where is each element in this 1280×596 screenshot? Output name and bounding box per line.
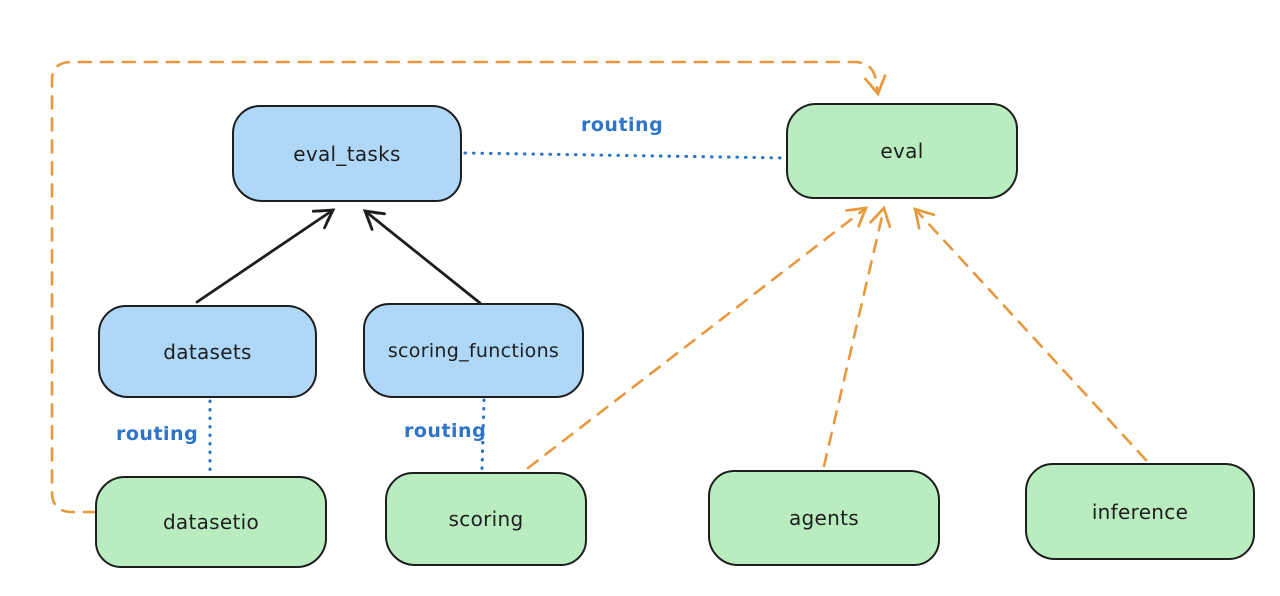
edge-datasets-to-eval_tasks	[195, 208, 336, 304]
node-inference-label: inference	[1091, 499, 1189, 524]
node-eval[interactable]: eval	[786, 103, 1018, 199]
node-agents-label: agents	[789, 506, 859, 530]
node-eval-label: eval	[880, 139, 924, 163]
edge-eval_tasks-to-eval-routing	[463, 151, 788, 160]
node-scoring[interactable]: scoring	[385, 472, 587, 566]
node-datasetio-label: datasetio	[162, 510, 260, 534]
node-datasetio[interactable]: datasetio	[95, 476, 327, 568]
edge-label-routing-scoring: routing	[404, 420, 487, 442]
node-scoring_functions[interactable]: scoring_functions	[363, 303, 584, 398]
node-eval_tasks[interactable]: eval_tasks	[232, 105, 462, 202]
node-scoring_functions-label: scoring_functions	[387, 339, 560, 362]
node-eval_tasks-label: eval_tasks	[293, 141, 401, 166]
node-agents[interactable]: agents	[708, 470, 940, 566]
edge-scoring_functions-to-eval_tasks	[362, 209, 482, 305]
node-datasets-label: datasets	[163, 339, 252, 364]
edge-label-routing-datasets: routing	[116, 423, 199, 445]
edge-agents-to-eval	[822, 205, 892, 468]
node-scoring-label: scoring	[448, 507, 524, 531]
node-inference[interactable]: inference	[1025, 463, 1255, 560]
edge-label-routing-top: routing	[581, 114, 664, 136]
edge-inference-to-eval	[913, 207, 1148, 462]
node-datasets[interactable]: datasets	[98, 305, 317, 398]
